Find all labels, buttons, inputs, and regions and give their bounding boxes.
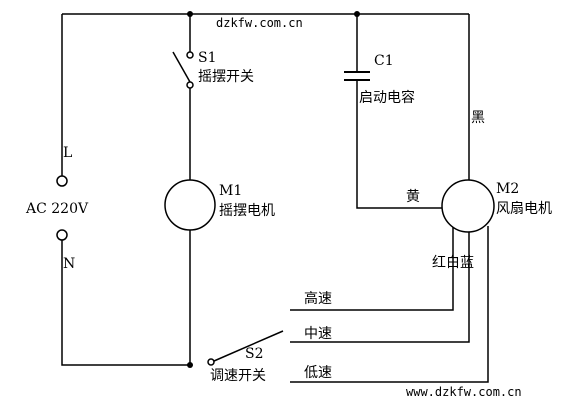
wire-yellow-label: 黄 — [406, 188, 420, 205]
wire-black-label: 黑 — [471, 110, 485, 126]
junction-dot — [187, 11, 193, 17]
m1-motor — [164, 179, 216, 231]
ac-n-label: N — [63, 256, 75, 272]
left-wire-bottom — [61, 239, 190, 366]
s2-contact — [207, 358, 215, 366]
wire-blue-low — [290, 226, 489, 383]
m2-label: M2 — [496, 181, 519, 197]
s2-name: 调速开关 — [210, 368, 266, 384]
watermark-bottom: www.dzkfw.com.cn — [406, 385, 522, 399]
s1-name: 摇摆开关 — [198, 69, 254, 85]
c1-label: C1 — [374, 53, 394, 69]
junction-dot — [187, 362, 193, 368]
speed-high-label: 高速 — [304, 290, 332, 307]
speed-mid-label: 中速 — [304, 326, 332, 342]
s1-label: S1 — [198, 50, 217, 66]
terminal-l — [56, 175, 68, 187]
wire-red-high — [290, 227, 454, 311]
c1-name: 启动电容 — [359, 89, 415, 106]
s2-label: S2 — [245, 346, 264, 362]
m1-label: M1 — [219, 183, 242, 199]
watermark-top: dzkfw.com.cn — [216, 16, 303, 30]
s2-switch-blade — [213, 330, 284, 362]
terminal-n — [56, 229, 68, 241]
ac-l-label: L — [63, 145, 72, 161]
speed-low-label: 低速 — [304, 365, 332, 381]
m2-name: 风扇电机 — [496, 201, 552, 217]
ac-voltage-label: AC 220V — [25, 201, 89, 217]
c1-to-m2-wire — [356, 80, 443, 209]
m1-name: 摇摆电机 — [219, 203, 275, 219]
wire-white-mid — [290, 232, 470, 343]
m2-motor — [441, 179, 495, 233]
s1-contact-top — [186, 51, 194, 59]
rwb-label: 红白蓝 — [432, 255, 474, 271]
s1-contact-bottom — [186, 81, 194, 89]
s1-switch-blade — [172, 51, 191, 83]
